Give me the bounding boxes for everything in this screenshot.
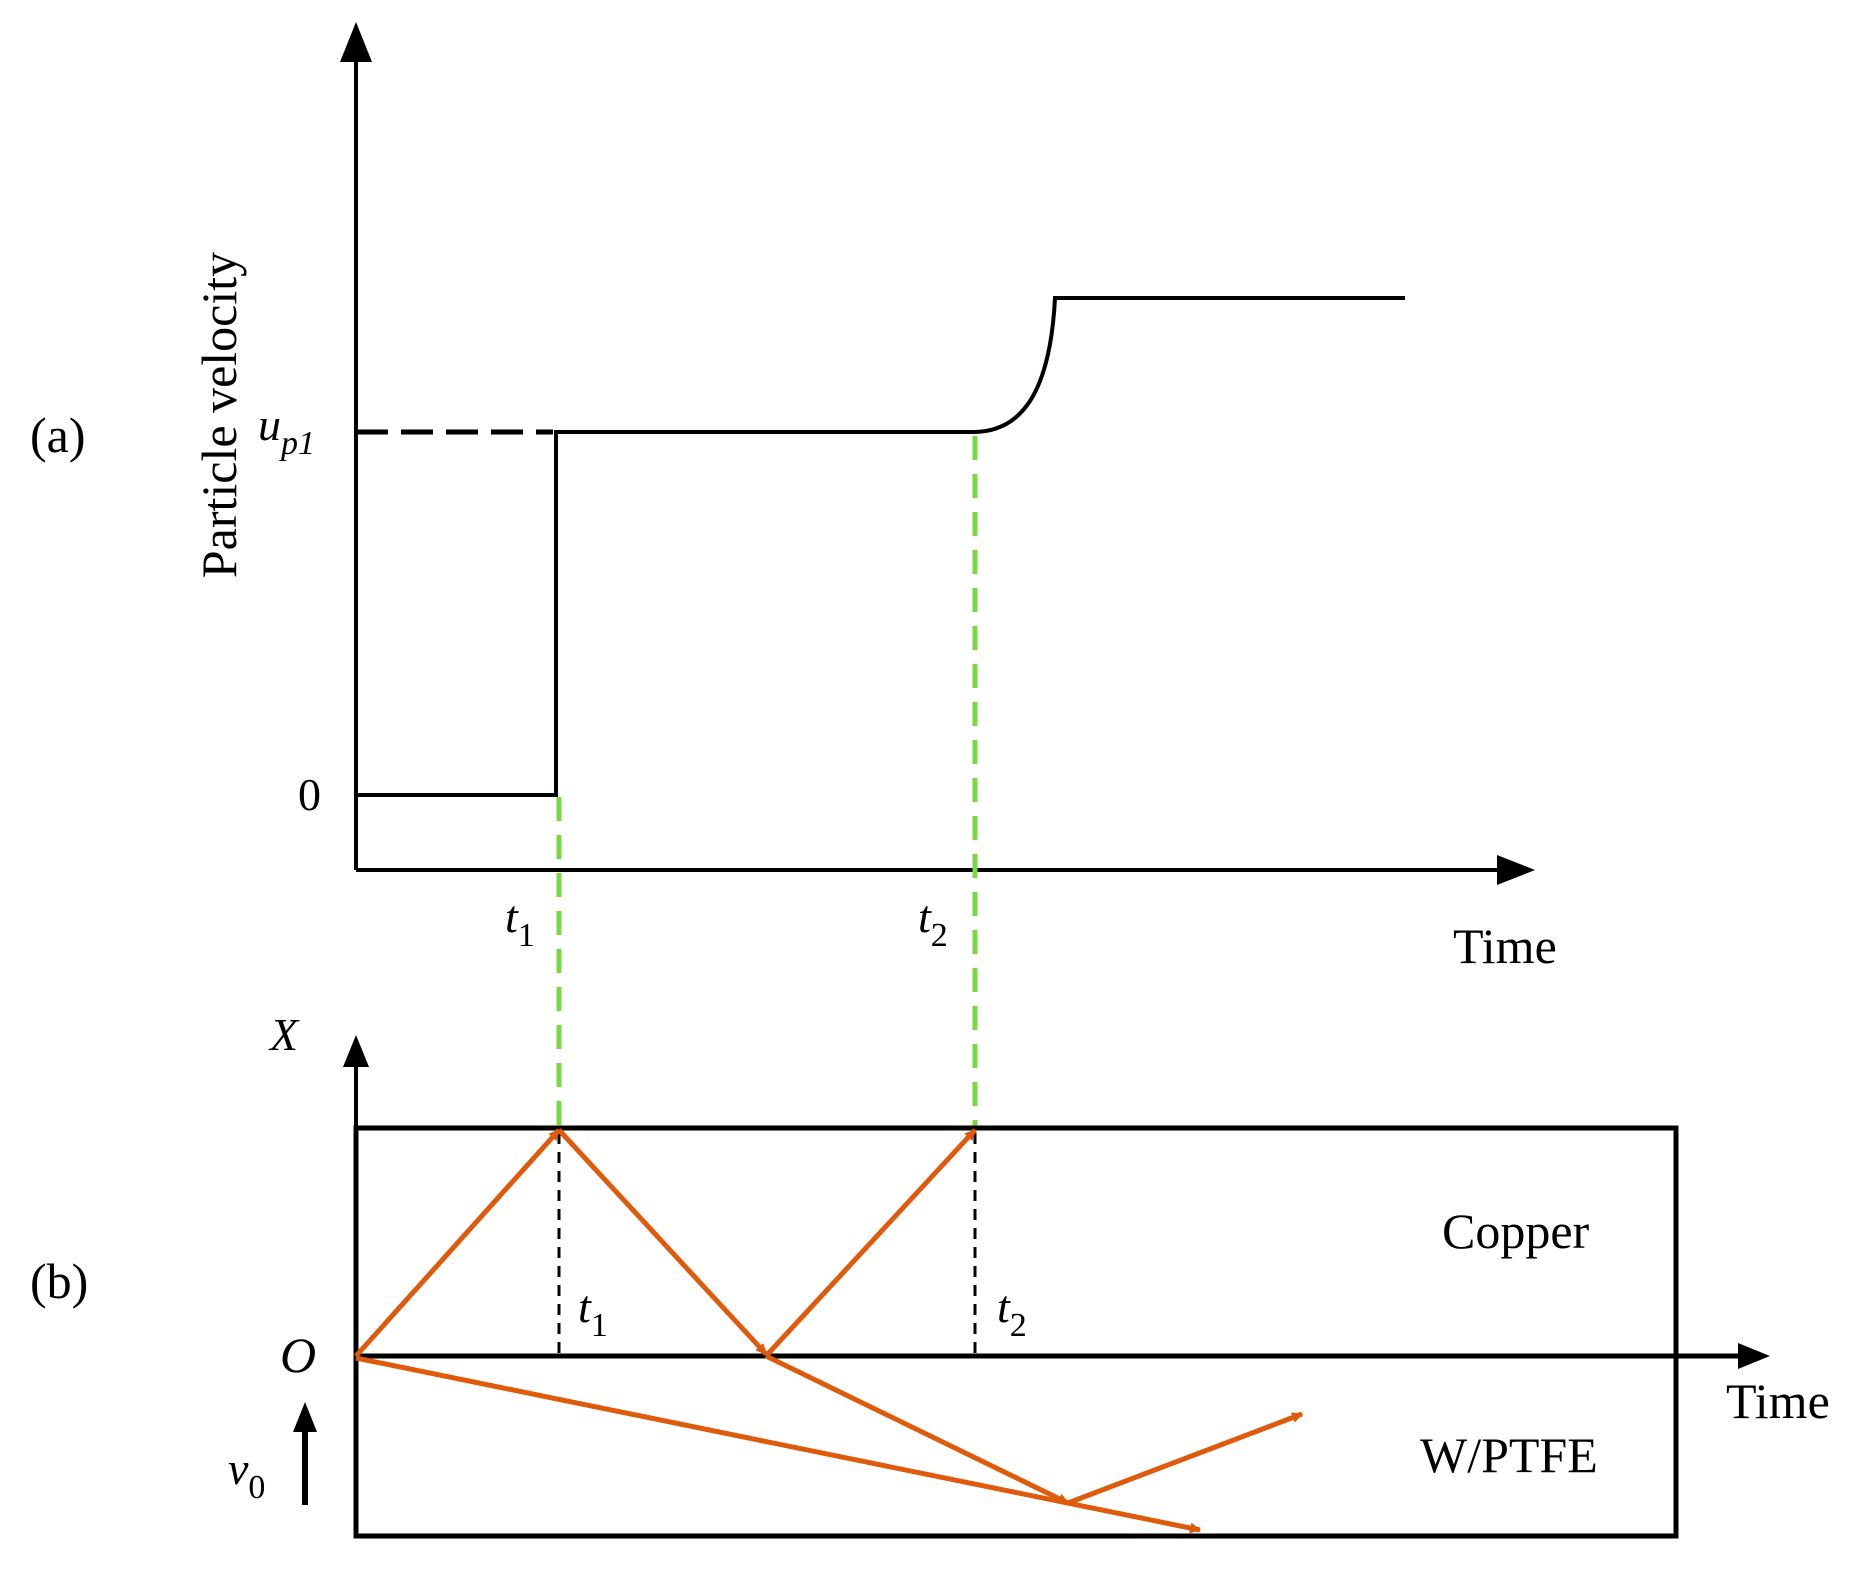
velocity-curve	[356, 296, 1405, 797]
panel-a-tag: (a)	[30, 407, 86, 463]
wave-t1-reflect	[557, 1128, 768, 1356]
panel-a-tick-t1: t1	[505, 891, 535, 954]
panel-b-label-t2: t2	[997, 1281, 1027, 1344]
copper-label: Copper	[1442, 1203, 1590, 1259]
wave-reflect-up	[1067, 1411, 1304, 1506]
panel-b-x-title: X	[268, 1009, 300, 1060]
v0-label: v0	[228, 1443, 265, 1506]
panel-a-x-arrow	[1497, 855, 1535, 885]
origin-label: O	[280, 1327, 316, 1383]
panel-a-tick-zero: 0	[298, 769, 321, 820]
panel-b-tag: (b)	[30, 1253, 88, 1309]
wptfe-label: W/PTFE	[1420, 1427, 1598, 1483]
panel-b-time-title: Time	[1726, 1373, 1830, 1429]
wave-paths	[354, 1128, 1304, 1534]
panel-a-y-title: Particle velocity	[191, 252, 247, 578]
wave-O-long	[355, 1355, 1202, 1534]
v0-arrow-head	[293, 1402, 317, 1432]
panel-a-x-title: Time	[1453, 918, 1557, 974]
panel-a-tick-t2: t2	[918, 891, 948, 954]
panel-b-label-t1: t1	[578, 1281, 608, 1344]
panel-b-time-arrow	[1738, 1343, 1770, 1369]
wave-transmit-down	[764, 1353, 1070, 1506]
panel-b-x-axis-arrow	[343, 1035, 369, 1067]
wave-interface-to-t2	[764, 1128, 977, 1358]
panel-a-tick-up1: up1	[258, 399, 315, 462]
panel-a-y-arrow	[340, 22, 372, 62]
wave-O-to-t1	[354, 1128, 561, 1358]
